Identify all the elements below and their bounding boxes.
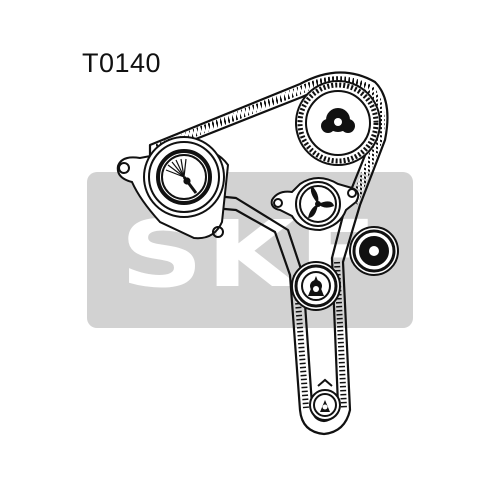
camshaft-hub [321,108,355,133]
water-pump-pulley [270,177,360,232]
part-number-title: T0140 [82,48,162,78]
idler-pulley-lower [291,261,341,311]
impeller-icon [308,186,334,218]
crankshaft-sprocket [309,378,341,421]
tensioner-pulley [116,136,230,240]
idler-pulley-upper [349,226,399,276]
camshaft-sprocket [295,80,381,166]
tensioner-indicator [165,158,198,194]
